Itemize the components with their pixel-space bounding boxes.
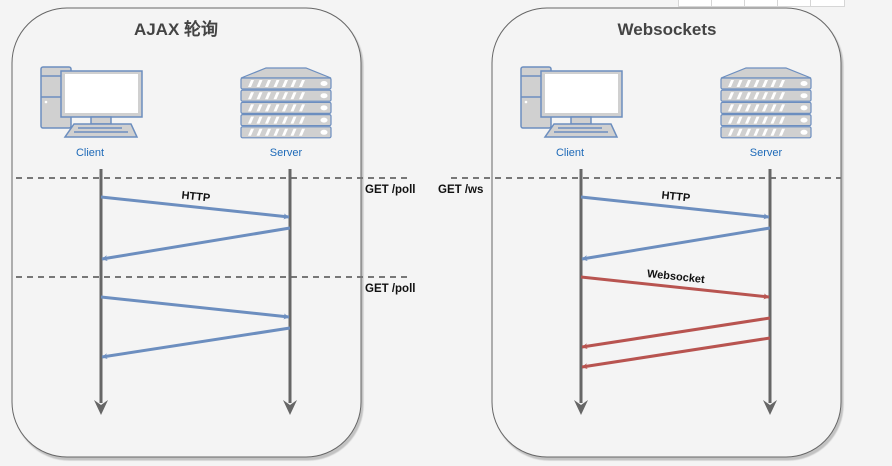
- message-line: [100, 195, 290, 220]
- message-line: [100, 295, 290, 320]
- panel-title: Websockets: [618, 20, 717, 39]
- lifeline-arrowhead: [574, 400, 588, 415]
- grid-cell: [810, 0, 845, 7]
- message-label: HTTP: [661, 190, 691, 205]
- server-unit: [720, 101, 812, 115]
- panel-ajax: AJAX 轮询 Client Server: [11, 7, 362, 458]
- server-unit: [240, 113, 332, 127]
- desktop-computer-icon: [40, 66, 143, 138]
- message-line: [581, 226, 771, 262]
- message-arrow-http: [100, 295, 290, 320]
- grid-fragment: [678, 0, 848, 8]
- server-unit: [720, 126, 812, 139]
- server-unit: [720, 89, 812, 102]
- panel-websockets: Websockets Client Server: [491, 7, 842, 458]
- lifeline-arrowhead: [763, 400, 777, 415]
- server-unit: [240, 77, 332, 90]
- desktop-computer-icon: [520, 66, 623, 138]
- server-rack-icon: [240, 67, 332, 139]
- server-unit: [240, 101, 332, 115]
- message-label: HTTP: [181, 190, 211, 205]
- lifeline-arrowhead: [283, 400, 297, 415]
- message-arrow-http: [101, 326, 291, 360]
- message-line: [580, 275, 770, 300]
- message-line: [101, 226, 291, 262]
- message-arrow-http: HTTP: [100, 190, 290, 220]
- separator-label-get-poll: GET /poll: [365, 184, 415, 196]
- server-unit: [240, 89, 332, 102]
- message-arrow-http: [101, 226, 291, 262]
- message-arrow-http: HTTP: [580, 190, 770, 220]
- client-label: Client: [556, 147, 584, 159]
- separator-label-get-poll: GET /poll: [365, 283, 415, 295]
- message-line: [580, 195, 770, 220]
- server-label: Server: [270, 147, 303, 159]
- server-rack-icon: [720, 67, 812, 139]
- message-arrow-http: [581, 226, 771, 262]
- panel-title: AJAX 轮询: [134, 19, 218, 39]
- message-line: [581, 336, 771, 370]
- message-line: [101, 326, 291, 360]
- server-label: Server: [750, 147, 783, 159]
- server-unit: [720, 113, 812, 127]
- message-arrow-websocket: [581, 316, 771, 350]
- separator-label-get-ws: GET /ws: [438, 184, 483, 196]
- message-arrow-websocket: [581, 336, 771, 370]
- server-unit: [240, 126, 332, 139]
- lifeline-arrowhead: [94, 400, 108, 415]
- server-unit: [720, 77, 812, 90]
- message-line: [581, 316, 771, 350]
- client-label: Client: [76, 147, 104, 159]
